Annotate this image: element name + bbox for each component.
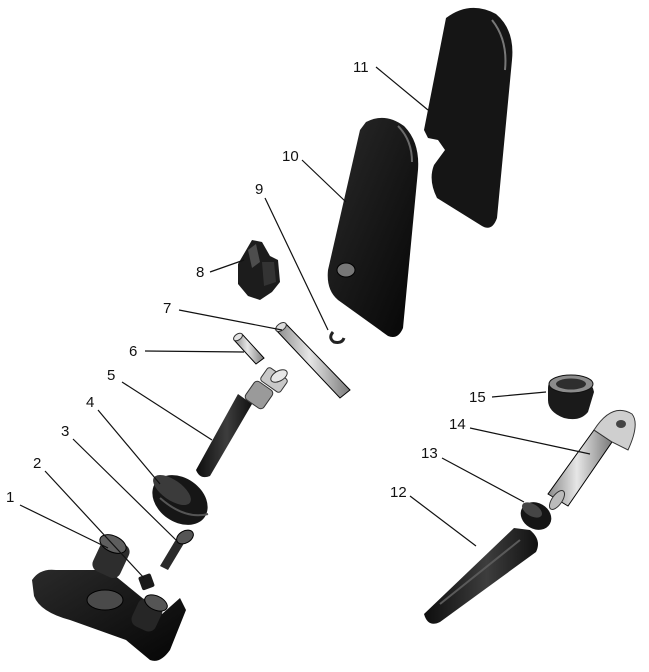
callout-11: 11 [353,59,369,76]
leader-line-5 [121,381,213,441]
callout-14: 14 [449,416,466,433]
part-14-eye-bolt [547,410,636,510]
callout-13: 13 [421,445,438,462]
callout-6: 6 [129,343,137,360]
callout-1: 1 [6,489,14,506]
leader-line-11 [375,66,429,111]
leader-line-13 [441,457,525,503]
part-2-nut [138,573,155,591]
leader-line-8 [209,259,245,273]
leader-line-12 [409,495,477,547]
leader-lines [19,66,591,579]
part-3-bolt [160,529,194,570]
part-5-conical-bolt [196,367,288,478]
leader-line-6 [144,350,245,353]
leader-line-10 [301,159,347,203]
callout-3: 3 [61,423,69,440]
part-7-pin [275,322,351,399]
part-9-clip [329,331,346,344]
part-11-panel [424,7,513,228]
part-15-cap [548,374,594,420]
callout-labels: 1 2 3 4 5 6 7 8 9 10 11 12 13 14 15 [6,59,486,506]
callout-12: 12 [390,484,407,501]
callout-10: 10 [282,148,299,165]
callout-8: 8 [196,264,204,281]
leader-line-1 [19,504,109,549]
leader-line-2 [44,470,145,579]
part-13-collar [520,502,552,530]
callout-4: 4 [86,394,94,411]
callout-5: 5 [107,367,115,384]
part-1-base-mount [32,534,186,661]
leader-line-3 [72,438,177,541]
leader-line-7 [178,309,283,331]
callout-15: 15 [469,389,486,406]
part-8-bracket [238,240,280,300]
part-6-pin [233,332,265,365]
leader-line-14 [469,427,591,455]
part-12-conical-sleeve [424,528,538,624]
part-10-panel [327,117,419,337]
part-4-grommet [152,474,209,525]
callout-2: 2 [33,455,41,472]
leader-line-9 [264,197,329,331]
leader-line-15 [491,391,547,398]
callout-9: 9 [255,181,263,198]
leader-line-4 [97,409,161,485]
callout-7: 7 [163,300,171,317]
